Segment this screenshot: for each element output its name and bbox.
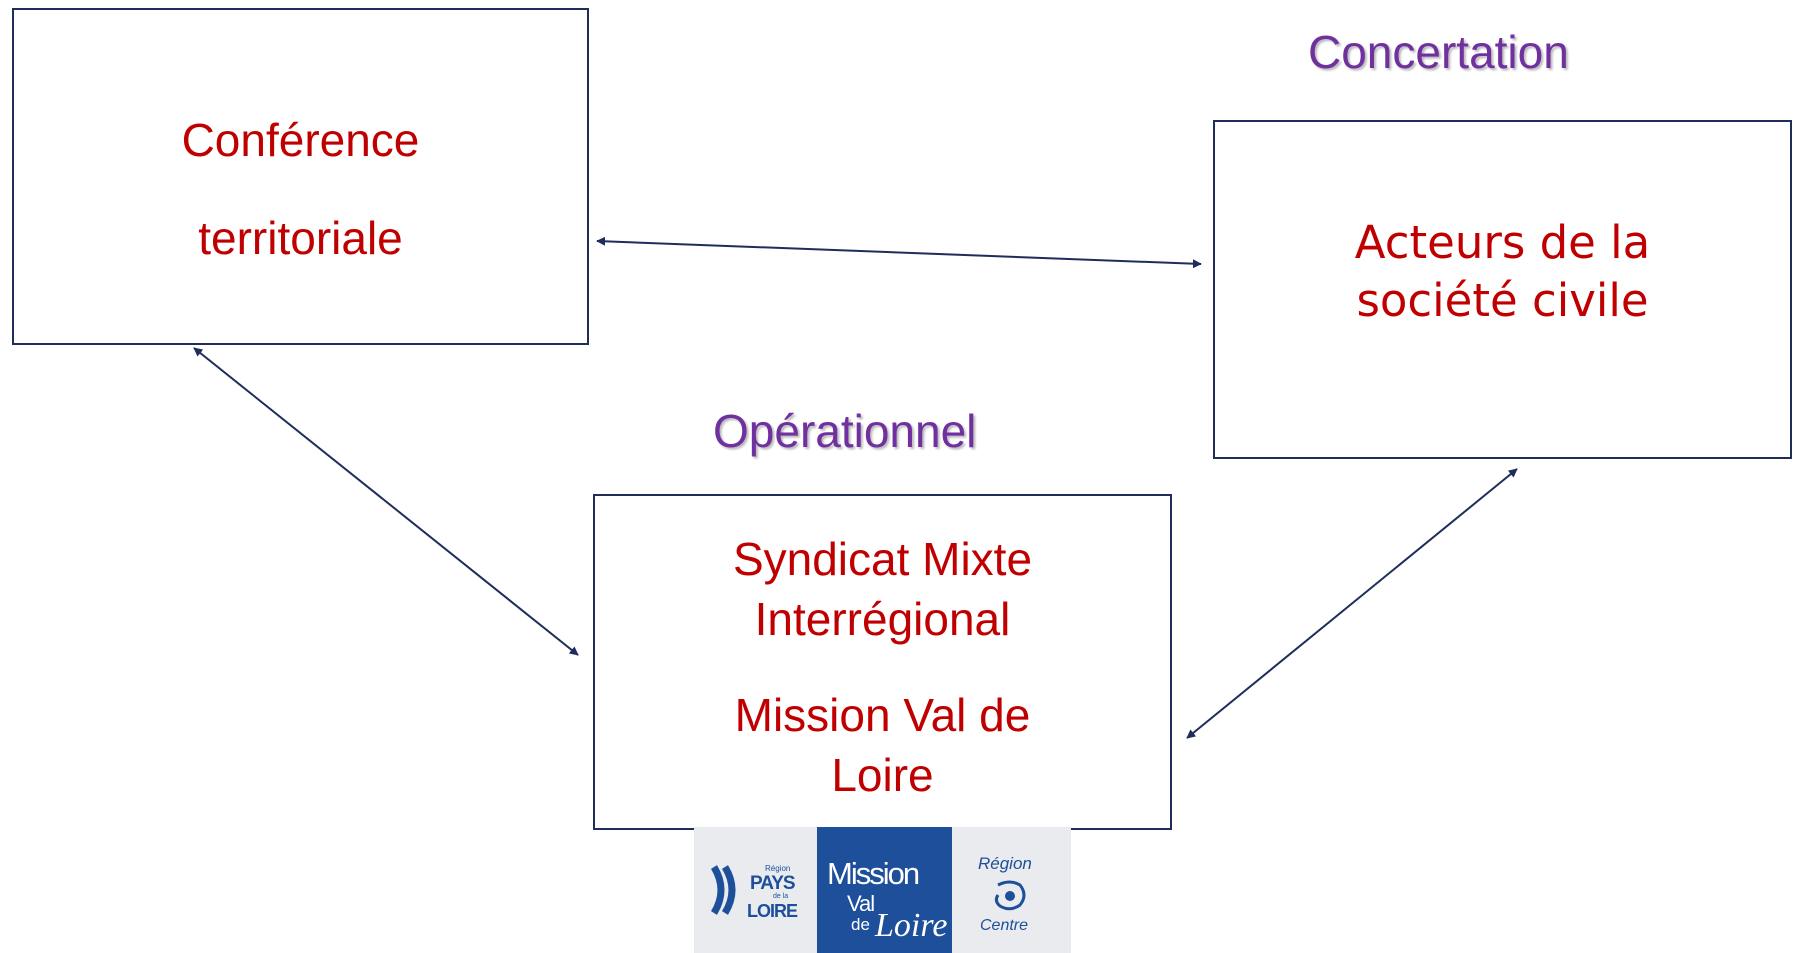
pays-de-la-loire-logo: Région PAYS de la LOIRE: [694, 827, 817, 953]
operationnel-label: Opérationnel: [713, 405, 977, 457]
arrow-syndicat-acteurs: [1186, 468, 1518, 739]
partner-logos: Région PAYS de la LOIRE Mission Val de L…: [694, 827, 1071, 953]
region-centre-logo: Région Centre: [952, 827, 1071, 953]
syndicat-line4: Loire: [831, 749, 934, 801]
mission-line1: Mission: [827, 856, 920, 891]
mission-line3: de: [851, 915, 870, 934]
pays-text: PAYS: [750, 873, 796, 894]
syndicat-mixte-box: Syndicat Mixte Interrégional Mission Val…: [593, 494, 1172, 830]
pays-de-la-loire-mark-icon: [710, 865, 736, 915]
acteurs-line1: Acteurs de la: [1354, 216, 1651, 269]
conference-line1: Conférence: [181, 114, 420, 166]
acteurs-societe-civile-box: Acteurs de la société civile: [1213, 120, 1792, 459]
syndicat-line3: Mission Val de: [734, 689, 1031, 741]
concertation-label: Concertation: [1308, 26, 1569, 78]
arrow-conference-syndicat: [193, 347, 579, 656]
syndicat-line2: Interrégional: [754, 593, 1011, 645]
centre-text: Centre: [980, 917, 1029, 934]
centre-emblem-icon: [994, 880, 1026, 911]
pays-loire-text: LOIRE: [747, 901, 798, 921]
conference-line2: territoriale: [198, 212, 403, 264]
pays-dela-text: de la: [773, 893, 789, 900]
centre-region-text: Région: [978, 854, 1032, 873]
conference-territoriale-box: Conférence territoriale: [12, 8, 589, 345]
acteurs-line2: société civile: [1356, 274, 1649, 327]
syndicat-line1: Syndicat Mixte: [732, 533, 1033, 585]
mission-line2: Val: [847, 891, 875, 916]
mission-line4: Loire: [875, 907, 948, 944]
arrow-conference-acteurs: [596, 236, 1202, 269]
pays-region-small: Région: [765, 864, 791, 873]
mission-val-de-loire-logo: Mission Val de Loire: [817, 827, 952, 953]
